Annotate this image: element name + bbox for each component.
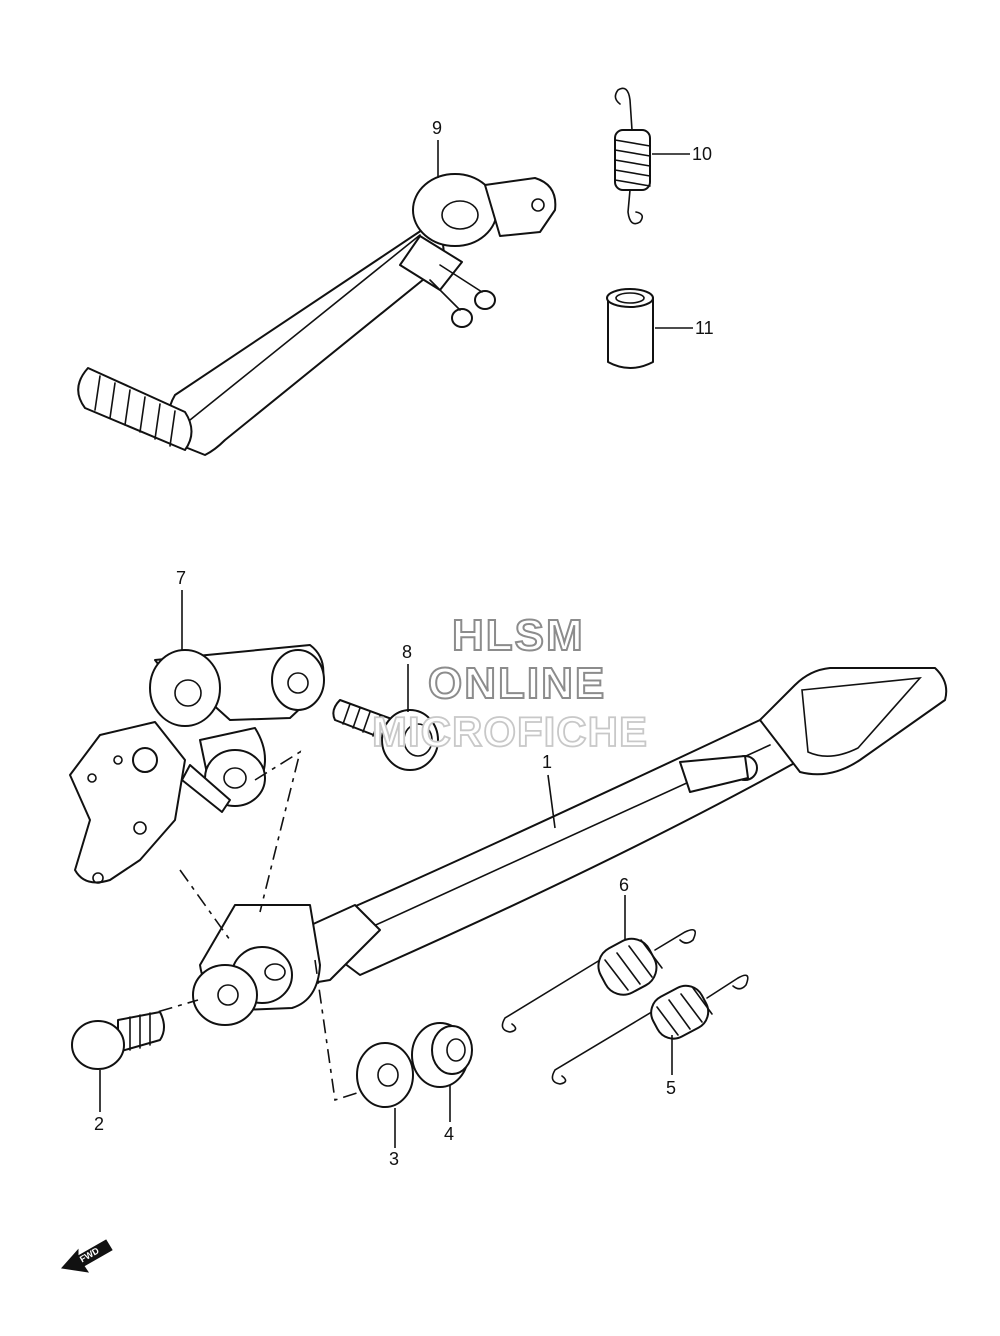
spring-part-5 — [551, 974, 749, 1085]
bushing-part-11 — [606, 288, 654, 369]
callout-4: 4 — [444, 1124, 454, 1144]
spring-part-10 — [614, 87, 651, 225]
side-stand-part-1 — [192, 667, 948, 1026]
watermark-line-1: HLSM — [452, 611, 585, 660]
nut-part-4 — [411, 1022, 473, 1088]
assembly-line-a — [179, 869, 231, 941]
pedal-arm-part-9 — [77, 173, 557, 456]
callout-1: 1 — [542, 752, 552, 772]
callout-5: 5 — [666, 1078, 676, 1098]
assembly-line-c — [314, 959, 361, 1102]
assembly-line-b — [254, 750, 302, 913]
callout-11: 11 — [695, 318, 714, 338]
watermark: HLSM ONLINE MICROFICHE — [371, 610, 648, 756]
callout-9: 9 — [432, 118, 442, 138]
callout-10: 10 — [692, 144, 712, 164]
callout-8: 8 — [402, 642, 412, 662]
leader-1 — [547, 774, 556, 829]
spring-part-6 — [501, 929, 696, 1033]
washer-part-3 — [356, 1042, 414, 1108]
callout-3: 3 — [389, 1149, 399, 1169]
callout-6: 6 — [619, 875, 629, 895]
fwd-arrow-icon: FWD — [61, 1239, 113, 1273]
bracket-part-7 — [69, 644, 325, 884]
callout-2: 2 — [94, 1114, 104, 1134]
bolt-part-8 — [332, 699, 439, 771]
callout-7: 7 — [176, 568, 186, 588]
watermark-line-2: ONLINE — [428, 659, 606, 708]
pivot-bolt-part-2 — [71, 1011, 165, 1070]
watermark-line-3: MICROFICHE — [372, 708, 648, 755]
